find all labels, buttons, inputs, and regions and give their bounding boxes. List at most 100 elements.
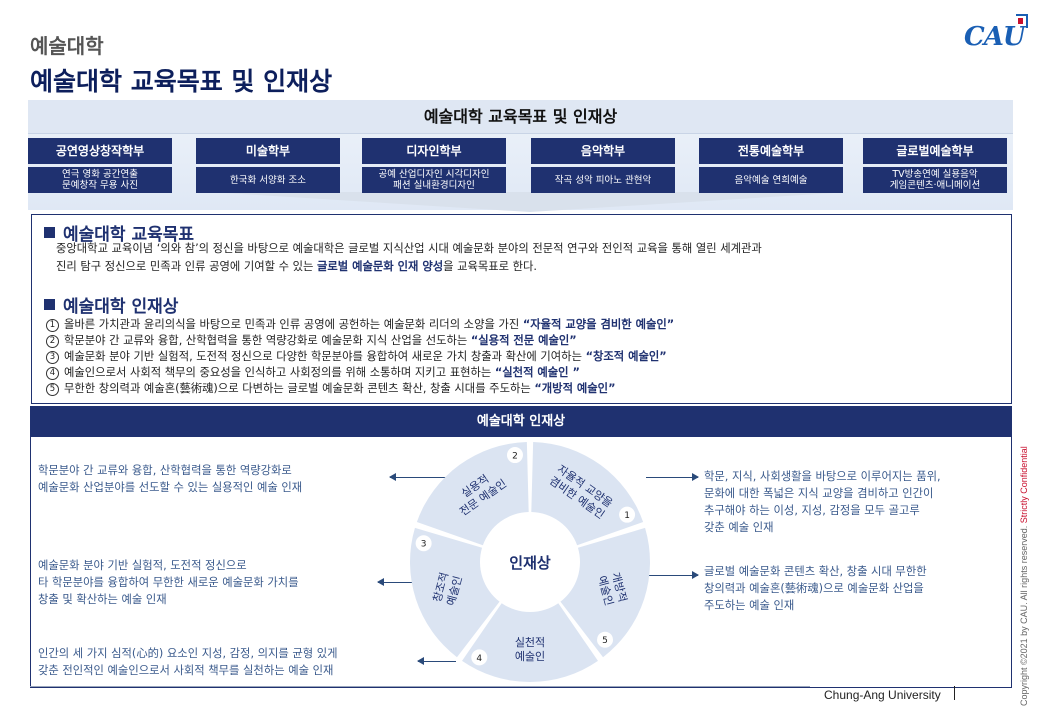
talent-item-number: 2	[46, 334, 59, 348]
talent-item-emphasis: “개방적 예술인”	[534, 382, 616, 395]
talent-item-text: 올바른 가치관과 윤리의식을 바탕으로 민족과 인류 공영에 공헌하는 예술문화…	[64, 318, 523, 331]
talent-item: 4 예술인으로서 사회적 책무의 중요성을 인식하고 사회정의를 위해 소통하며 …	[46, 364, 580, 380]
supertitle: 예술대학	[30, 34, 104, 58]
wheel-number-badge	[415, 535, 432, 552]
desc-line: 문화에 대한 폭넓은 지식 교양을 겸비하고 인간이	[704, 487, 934, 500]
logo-text: CAU	[964, 22, 1026, 52]
talent-item-emphasis: “창조적 예술인”	[585, 350, 667, 363]
department-name: 음악학부	[531, 138, 675, 164]
desc-line: 예술문화 산업분야를 선도할 수 있는 실용적인 예술 인재	[38, 481, 303, 494]
wheel-segment	[410, 527, 500, 658]
wheel-segment	[560, 527, 650, 658]
wheel-center	[484, 516, 576, 608]
talent-item-number: 5	[46, 382, 59, 396]
wheel-number-badge	[471, 649, 488, 666]
cau-logo: CAU	[962, 14, 1032, 54]
talent-item-number: 3	[46, 350, 59, 364]
wheel-center-label: 인재상	[509, 554, 551, 572]
department-major-line: 게임콘텐츠·애니메이션	[889, 180, 981, 191]
department-name: 디자인학부	[362, 138, 506, 164]
wheel-number: 3	[421, 540, 427, 550]
wheel-number: 5	[602, 636, 608, 646]
square-bullet-icon	[44, 299, 55, 310]
talent-diagram-heading: 예술대학 인재상	[31, 407, 1011, 437]
department-major-line: 음악예술 연희예술	[734, 174, 808, 186]
desc-line: 창의력과 예술혼(藝術魂)으로 예술문화 산업을	[704, 582, 924, 595]
talent-item-emphasis: “실천적 예술인 ”	[494, 366, 580, 379]
arrow-right-icon	[646, 473, 699, 481]
department-majors: 작곡 성악 피아노 관현악	[531, 167, 675, 193]
wheel-number: 1	[624, 511, 630, 521]
department-name: 글로벌예술학부	[863, 138, 1007, 164]
talent-item-emphasis: “자율적 교양을 겸비한 예술인”	[522, 318, 675, 331]
copyright-notice: Copyright ©2021 by CAU. All rights reser…	[1019, 525, 1029, 706]
goals-heading-text: 예술대학 교육목표	[63, 225, 195, 245]
talent-item: 5 무한한 창의력과 예술혼(藝術魂)으로 다변하는 글로벌 예술문화 콘텐츠 확…	[46, 380, 616, 396]
wheel-number-badge	[597, 631, 614, 648]
department-major-line: TV방송연예 실용음악	[892, 169, 978, 180]
department-name: 미술학부	[196, 138, 340, 164]
footer-divider	[30, 686, 810, 687]
department-name: 전통예술학부	[699, 138, 843, 164]
confidential-label: Strictly Confidential	[1019, 446, 1029, 524]
copyright-text: Copyright ©2021 by CAU. All rights reser…	[1019, 446, 1029, 706]
talent-item-number: 4	[46, 366, 59, 380]
desc-line: 글로벌 예술문화 콘텐츠 확산, 창출 시대 무한한	[704, 565, 927, 578]
banner-title: 예술대학 교육목표 및 인재상	[28, 100, 1013, 134]
arrow-left-icon	[417, 657, 456, 665]
logo-mark-icon	[1016, 14, 1028, 28]
talent-item-text: 예술인으로서 사회적 책무의 중요성을 인식하고 사회정의를 위해 소통하며 지…	[64, 366, 495, 379]
goals-line-1: 중앙대학교 교육이념 ‘의와 참’의 정신을 바탕으로 예술대학은 글로벌 지식…	[56, 242, 762, 255]
department-major-line: 작곡 성악 피아노 관현악	[554, 174, 652, 186]
footer-bar	[954, 686, 955, 700]
wheel-number-badge	[506, 447, 523, 464]
desc-line: 갖춘 전인적인 예술인으로서 사회적 책무를 실천하는 예술 인재	[38, 664, 334, 677]
goals-emphasis: 글로벌 예술문화 인재 양성	[316, 260, 444, 273]
department-major-line: 한국화 서양화 조소	[230, 174, 306, 186]
page-title: 예술대학 교육목표 및 인재상	[30, 67, 333, 96]
arrow-left-icon	[377, 578, 428, 586]
desc-line: 예술문화 분야 기반 실험적, 도전적 정신으로	[38, 559, 247, 572]
desc-line: 타 학문분야를 융합하여 무한한 새로운 예술문화 가치를	[38, 576, 299, 589]
department-major-line: 연극 영화 공간연출	[62, 169, 138, 180]
department-major-line: 공예 산업디자인 시각디자인	[378, 169, 490, 180]
wheel-number-badge	[619, 506, 636, 523]
desc-line: 갖춘 예술 인재	[704, 521, 774, 534]
goals-line-2: 진리 탐구 정신으로 민족과 인류 공영에 기여할 수 있는 글로벌 예술문화 …	[56, 258, 537, 276]
wheel-segment	[462, 603, 598, 682]
square-bullet-icon	[44, 227, 55, 238]
wheel-number: 2	[512, 452, 518, 462]
desc-line: 학문, 지식, 사회생활을 바탕으로 이루어지는 품위,	[704, 470, 941, 483]
arrow-left-icon	[389, 473, 446, 481]
wheel-number: 4	[476, 654, 482, 664]
goals-line-2-post: 을 교육목표로 한다.	[443, 260, 538, 273]
department-major-line: 패션 실내환경디자인	[393, 180, 475, 191]
department-name: 공연영상창작학부	[28, 138, 172, 164]
goals-box	[31, 214, 1012, 404]
department-major-line: 문예창작 무용 사진	[62, 180, 138, 191]
desc-line: 창출 및 확산하는 예술 인재	[38, 593, 167, 606]
goals-line-2-pre: 진리 탐구 정신으로 민족과 인류 공영에 기여할 수 있는	[56, 260, 317, 273]
desc-line: 학문분야 간 교류와 융합, 산학협력을 통한 역량강화로	[38, 464, 292, 477]
desc-line: 추구해야 하는 이성, 지성, 감정을 모두 골고루	[704, 504, 920, 517]
desc-right-top: 학문, 지식, 사회생활을 바탕으로 이루어지는 품위, 문화에 대한 폭넓은 지…	[704, 468, 941, 536]
talent-item-text: 무한한 창의력과 예술혼(藝術魂)으로 다변하는 글로벌 예술문화 콘텐츠 확산…	[64, 382, 535, 395]
wheel-segment-label-line: 예술인	[515, 650, 545, 663]
talent-heading-text: 예술대학 인재상	[63, 297, 179, 317]
talent-heading: 예술대학 인재상	[44, 292, 178, 317]
wheel-segment-label-line: 실천적	[515, 635, 545, 649]
arrow-right-icon	[648, 571, 699, 579]
